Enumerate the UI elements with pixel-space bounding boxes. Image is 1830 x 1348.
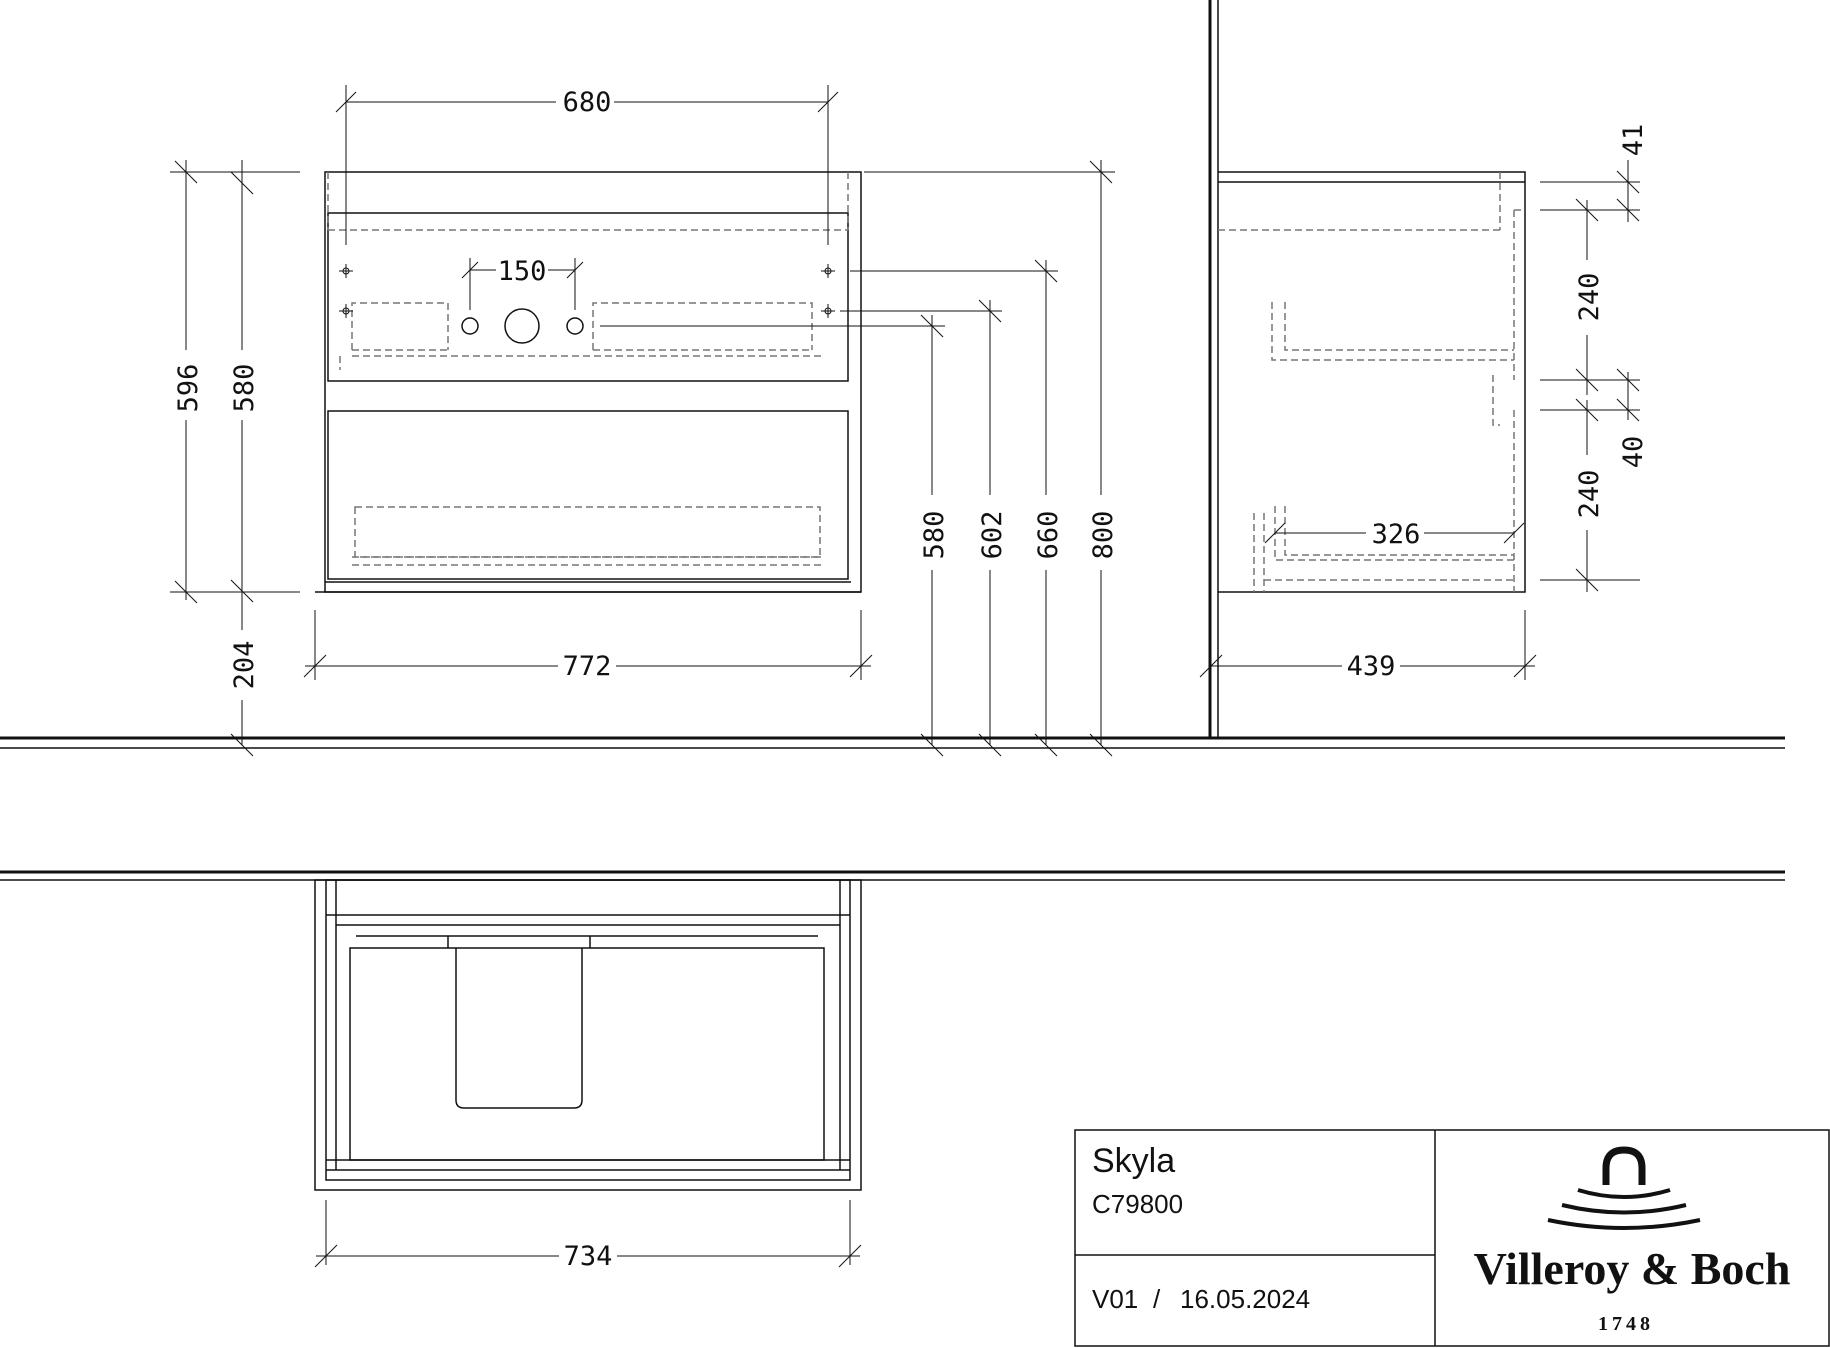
dim-734: 734	[564, 1241, 613, 1272]
version-separator: /	[1153, 1284, 1161, 1314]
upper-drawer	[327, 212, 849, 382]
dim-602: 602	[977, 511, 1008, 560]
release-date: 16.05.2024	[1180, 1284, 1310, 1314]
title-block: Skyla C79800 V01 / 16.05.2024 Villeroy &…	[1074, 1129, 1830, 1347]
basin-cutout	[455, 948, 583, 1109]
dim-800: 800	[1088, 511, 1119, 560]
article-code: C79800	[1092, 1189, 1183, 1219]
dim-326: 326	[1372, 519, 1421, 550]
dim-40: 40	[1618, 436, 1649, 469]
dim-772: 772	[563, 651, 612, 682]
floor-line	[0, 736, 1785, 749]
dim-439: 439	[1347, 651, 1396, 682]
dim-150: 150	[498, 256, 547, 287]
product-name: Skyla	[1092, 1142, 1175, 1180]
side-view: 41 240 40 240 326 439	[1199, 124, 1649, 682]
wall-line-top-view	[0, 870, 1785, 881]
dim-580-left: 580	[229, 364, 260, 413]
tap-holes	[461, 308, 584, 344]
brand-year: 1748	[1598, 1313, 1654, 1335]
dim-596: 596	[173, 364, 204, 413]
villeroy-boch-logo: Villeroy & Boch 1748	[1474, 1146, 1791, 1335]
brand-name: Villeroy & Boch	[1474, 1243, 1791, 1294]
dim-680: 680	[563, 87, 612, 118]
dim-204: 204	[229, 641, 260, 690]
dim-41: 41	[1618, 124, 1649, 157]
dim-660: 660	[1033, 511, 1064, 560]
wall-line-side-view	[1208, 0, 1219, 738]
dim-580-right: 580	[919, 511, 950, 560]
dim-240-lower: 240	[1574, 470, 1605, 519]
cabinet-outline	[324, 171, 862, 593]
top-view: 734	[314, 879, 862, 1272]
lower-drawer	[327, 410, 849, 580]
dim-240-upper: 240	[1574, 273, 1605, 322]
version: V01	[1092, 1284, 1138, 1314]
front-view: 680 150 596 580 204 772	[170, 85, 1119, 757]
mounting-holes	[339, 264, 835, 318]
